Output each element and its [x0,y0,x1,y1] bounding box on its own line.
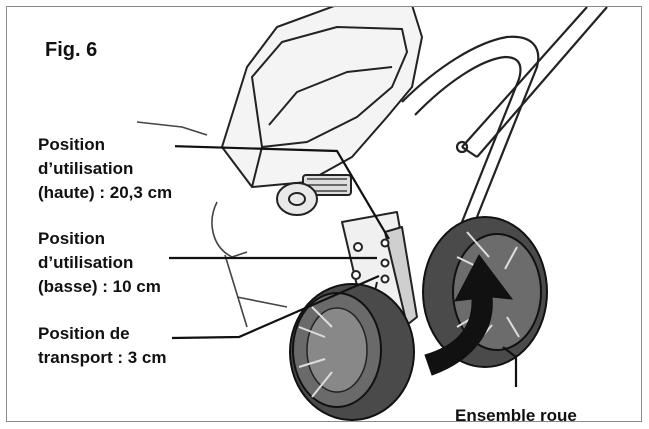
label-wheel-assembly: Ensemble roue [452,404,580,422]
label-high-line-3: (haute) : 20,3 cm [38,183,173,202]
left-wheel [289,283,415,421]
label-low-position: Position d’utilisation (basse) : 10 cm [35,227,164,299]
leader-lines [134,143,518,387]
figure-frame: Fig. 6 Position d’utilisation (haute) : … [6,6,642,422]
tiller-wheel-illustration [134,7,608,421]
handle [401,7,608,223]
label-low-line-3: (basse) : 10 cm [38,277,161,296]
label-transport-line-1: Position de [38,324,130,343]
label-high-line-2: d’utilisation [38,159,134,178]
label-high-position: Position d’utilisation (haute) : 20,3 cm [35,133,176,205]
label-transport-position: Position de transport : 3 cm [35,322,170,370]
leader-line-high [134,143,390,240]
label-wheel-text: Ensemble roue [455,406,577,422]
label-high-line-1: Position [38,135,106,154]
label-transport-line-2: transport : 3 cm [38,348,167,367]
label-low-line-1: Position [38,229,106,248]
leader-line-transport [171,274,380,340]
label-low-line-2: d’utilisation [38,253,134,272]
leader-line-wheel [502,346,518,387]
motor-housing [221,7,423,216]
rotation-arrow [424,254,514,376]
figure-title: Fig. 6 [45,39,98,61]
